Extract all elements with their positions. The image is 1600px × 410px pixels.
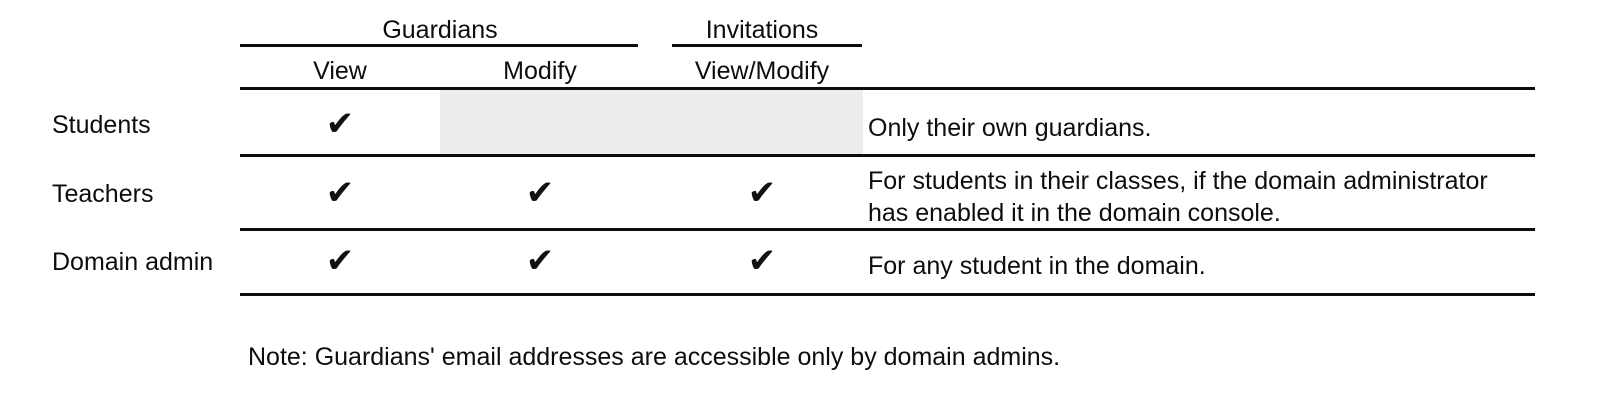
group-rule-guardians [240,44,638,47]
cell-shaded-students-modify-invitations [440,90,863,154]
check-icon-domain-admin-guardians-view: ✔ [325,241,355,281]
column-group-header-invitations: Invitations [705,16,819,44]
column-header-guardians-modify: Modify [503,57,577,85]
row-description-students: Only their own guardians. [868,114,1152,142]
table-rule-bottom [240,293,1535,296]
check-icon-teachers-invitations-view-modify: ✔ [747,173,777,213]
table-footnote: Note: Guardians' email addresses are acc… [248,343,1061,371]
column-header-invitations-view-modify: View/Modify [694,57,830,85]
row-label-students: Students [52,111,151,139]
row-label-domain-admin: Domain admin [52,248,214,276]
row-description-domain-admin: For any student in the domain. [868,252,1206,280]
column-header-guardians-view: View [313,57,367,85]
table-rule-after-students [240,154,1535,157]
check-icon-domain-admin-guardians-modify: ✔ [525,241,555,281]
check-icon-domain-admin-invitations-view-modify: ✔ [747,241,777,281]
row-label-teachers: Teachers [52,180,154,208]
check-icon-students-guardians-view: ✔ [325,104,355,144]
column-group-header-guardians: Guardians [382,16,498,44]
group-rule-invitations [672,44,862,47]
check-icon-teachers-guardians-view: ✔ [325,173,355,213]
check-icon-teachers-guardians-modify: ✔ [525,173,555,213]
table-rule-after-teachers [240,228,1535,231]
row-description-teachers: For students in their classes, if the do… [868,167,1488,227]
table-rule-top [240,87,1535,90]
